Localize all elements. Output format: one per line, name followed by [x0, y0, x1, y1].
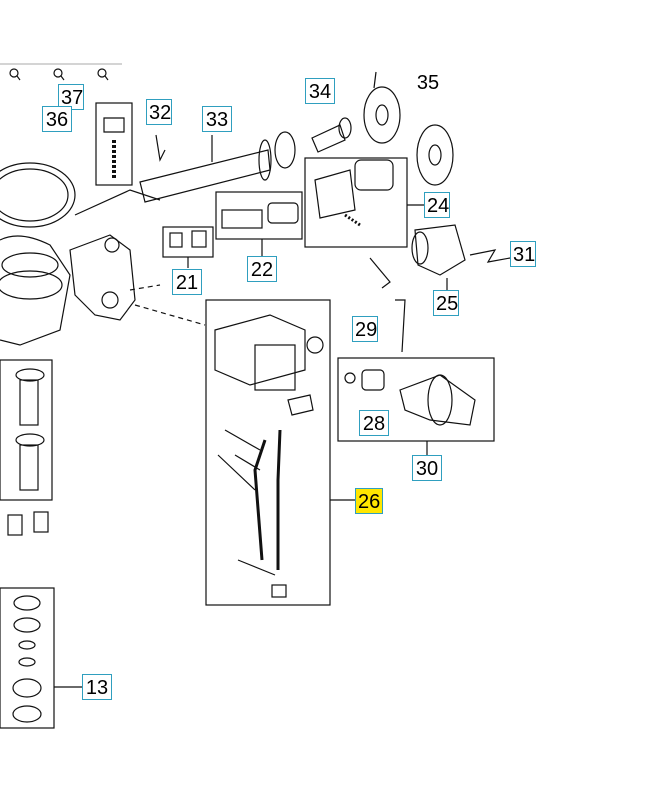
callout-33[interactable]: 33: [202, 106, 232, 132]
callout-30[interactable]: 30: [412, 455, 442, 481]
callout-35[interactable]: 35: [413, 69, 443, 95]
callout-37[interactable]: 37: [58, 84, 84, 110]
callout-28[interactable]: 28: [359, 410, 389, 436]
callout-13[interactable]: 13: [82, 674, 112, 700]
callout-36[interactable]: 36: [42, 106, 72, 132]
zoom-icon: [53, 68, 65, 81]
callout-34[interactable]: 34: [305, 78, 335, 104]
part-33: [139, 131, 296, 203]
callout-26-highlighted[interactable]: 26: [355, 488, 383, 514]
part-26: [214, 314, 355, 598]
callout-31[interactable]: 31: [510, 241, 536, 267]
zoom-icon: [9, 68, 21, 81]
pump-housing: [0, 162, 206, 346]
callout-29[interactable]: 29: [352, 316, 378, 342]
part-30: [344, 369, 476, 426]
left-parts: [7, 368, 49, 536]
callout-22[interactable]: 22: [247, 256, 277, 282]
callout-21[interactable]: 21: [172, 269, 202, 295]
callout-24[interactable]: 24: [424, 192, 450, 218]
zoom-icon: [97, 68, 109, 81]
callout-25[interactable]: 25: [433, 290, 459, 316]
seal-stack: [12, 595, 42, 723]
callout-32[interactable]: 32: [146, 99, 172, 125]
